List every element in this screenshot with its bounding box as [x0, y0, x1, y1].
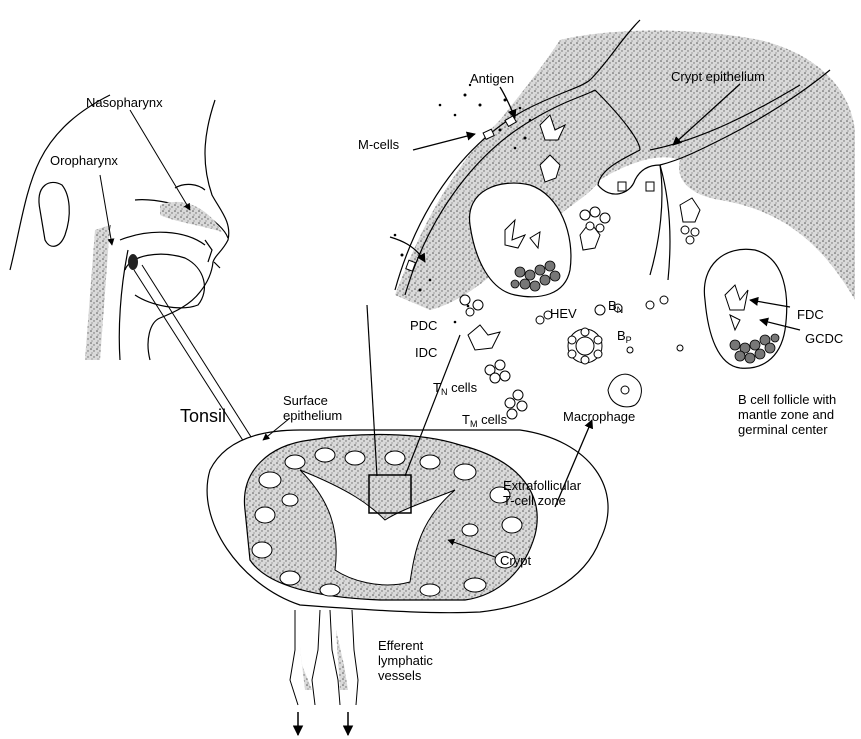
label-b-p: BP: [617, 328, 632, 348]
nasopharynx-shading: [160, 202, 222, 232]
label-m-cells: M-cells: [358, 137, 399, 152]
label-t-n-cells: TN cells: [433, 380, 477, 400]
label-gcdc: GCDC: [805, 331, 843, 346]
label-tonsil: Tonsil: [180, 406, 226, 426]
label-crypt-epithelium: Crypt epithelium: [671, 69, 765, 84]
efferent-vessels: [290, 610, 358, 705]
label-efferent-lymphatic-vessels: Efferent lymphatic vessels: [378, 638, 433, 683]
pharynx-shading: [85, 225, 110, 360]
label-fdc: FDC: [797, 307, 824, 322]
t-cells: [485, 360, 527, 419]
follicle-2: [704, 249, 786, 368]
label-pdc: PDC: [410, 318, 437, 333]
tonsil-dark: [128, 254, 138, 270]
hev: [568, 328, 602, 364]
crypt-epithelium-band: [395, 31, 855, 310]
head-profile: [10, 95, 229, 360]
crypt-line-2: [598, 150, 662, 275]
label-idc: IDC: [415, 345, 437, 360]
palate: [120, 232, 205, 245]
label-hev: HEV: [550, 306, 577, 321]
ear: [39, 182, 69, 246]
label-oropharynx: Oropharynx: [50, 153, 118, 168]
macrophage-shape: [608, 374, 641, 407]
label-extrafollicular: Extrafollicular T-cell zone: [503, 478, 581, 508]
label-surface-epithelium: Surface epithelium: [283, 393, 342, 423]
label-b-cell-follicle: B cell follicle with mantle zone and ger…: [738, 392, 836, 437]
label-t-m-cells: TM cells: [462, 412, 507, 432]
label-crypt: Crypt: [500, 553, 531, 568]
label-nasopharynx: Nasopharynx: [86, 95, 163, 110]
label-b-n: BN: [608, 298, 623, 318]
label-macrophage: Macrophage: [563, 409, 635, 424]
magnified-section: [394, 20, 855, 419]
eye: [175, 184, 205, 190]
label-antigen: Antigen: [470, 71, 514, 86]
